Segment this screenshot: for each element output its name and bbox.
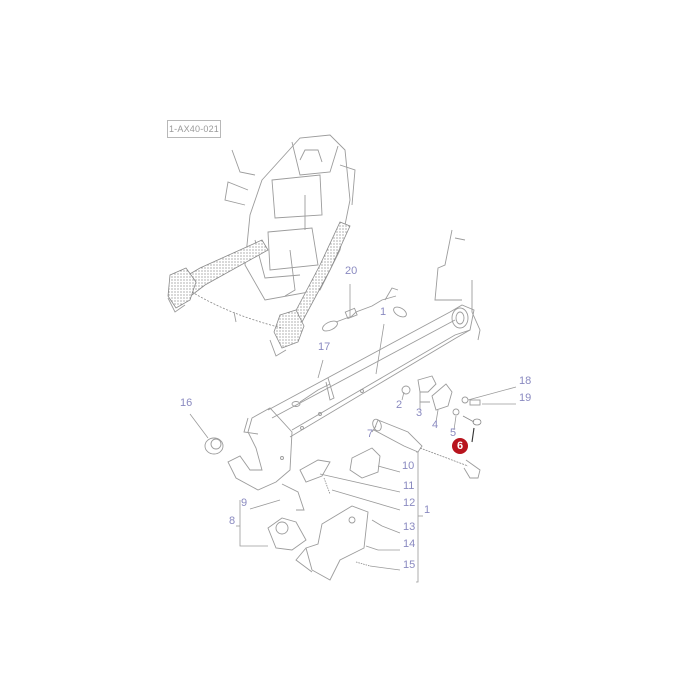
callout-part-17: 17 [318,341,331,353]
rear-axle-housing-outline [434,229,481,341]
callout-part-13: 13 [403,521,416,533]
callout-part-19: 19 [519,392,532,404]
callout-part-20: 20 [345,265,358,277]
callout-part-9: 9 [241,497,248,509]
hook-latch-assembly [267,477,383,581]
callout-part-14: 14 [403,538,416,550]
callout-part-1: 1 [380,306,387,318]
callout-part-7: 7 [367,428,374,440]
drawing-reference-code: 1-AX40-021 [167,120,221,138]
callout-part-2: 2 [396,399,403,411]
callout-part-3: 3 [416,407,423,419]
bracket-part-10 [349,447,381,479]
callout-part-16: 16 [180,397,193,409]
callout-part-5: 5 [450,427,457,439]
lower-link-arm-part-1 [227,304,475,491]
bush-part-16 [204,437,224,455]
callout-part-8: 8 [229,515,236,527]
callout-part-18: 18 [519,375,532,387]
callout-part-11: 11 [403,480,415,492]
tractor-rear-overview [167,134,356,357]
callout-leader-lines [189,284,517,583]
callout-part-4: 4 [432,419,439,431]
callout-part-6-highlighted[interactable]: 6 [452,438,468,454]
screw-part-6 [462,415,482,426]
check-chain-part-20 [322,287,407,332]
latch-parts-2-to-5 [401,375,481,416]
callout-part-15: 15 [403,559,416,571]
callout-part-1: 1 [424,504,431,516]
callout-part-12: 12 [403,497,416,509]
bracket-part-11 [299,459,331,483]
callout-part-10: 10 [402,460,415,472]
